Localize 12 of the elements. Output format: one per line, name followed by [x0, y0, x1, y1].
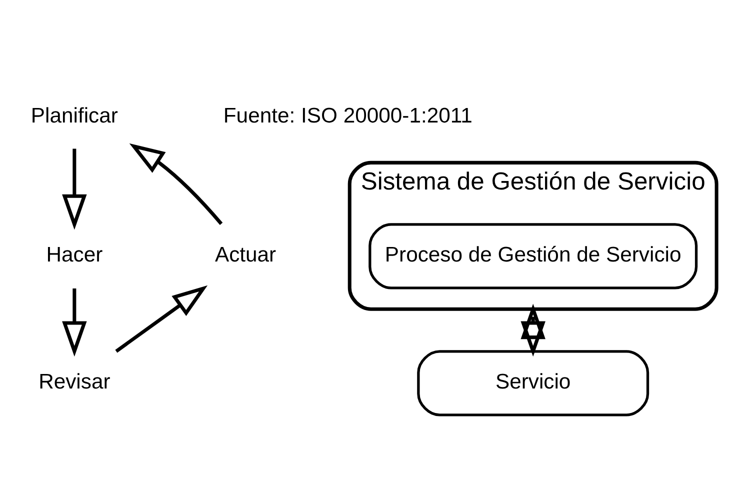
- arrow: [62, 288, 87, 356]
- arrow: [115, 284, 208, 352]
- node-box: Proceso de Gestión de Servicio: [368, 222, 698, 289]
- node-text: Hacer: [46, 243, 103, 266]
- node-text: Planificar: [30, 104, 118, 127]
- node-box: Servicio: [417, 350, 650, 416]
- node-text: Actuar: [214, 243, 276, 266]
- arrow: [129, 142, 223, 224]
- arrow: [62, 148, 87, 230]
- arrow: [520, 303, 546, 356]
- label: Fuente: ISO 20000-1:2011: [223, 104, 472, 127]
- node-text: Revisar: [38, 370, 110, 394]
